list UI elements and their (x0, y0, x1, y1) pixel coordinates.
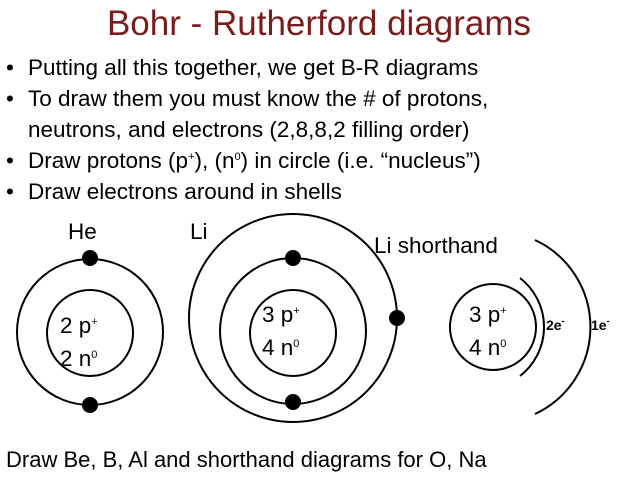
he-diagram (16, 250, 164, 413)
neutron-superscript: 0 (234, 151, 241, 163)
li-electron (285, 250, 301, 266)
he-neutrons: 2 n0 (60, 342, 98, 375)
he-nucleus-text: 2 p+ 2 n0 (60, 309, 98, 375)
li-shorthand-shell-2-arc (534, 239, 592, 415)
bullet-text-part: Draw protons (p (28, 148, 189, 173)
bullet-text: Draw electrons around in shells (28, 179, 342, 204)
bullet-text-part: ), (n (194, 148, 235, 173)
shell-2-count-sup: - (606, 316, 610, 326)
bullet-text: Putting all this together, we get B-R di… (28, 55, 479, 80)
shell-1-count-value: 2e (546, 317, 562, 333)
li-nucleus (249, 289, 337, 377)
li-protons: 3 p+ (262, 298, 300, 331)
li-shorthand-shell-2-count: 1e- (591, 316, 610, 334)
shell-1-count-sup: - (561, 316, 565, 326)
bullet-text: Draw protons (p+), (n0) in circle (i.e. … (28, 148, 481, 173)
bullet-list: • Putting all this together, we get B-R … (6, 52, 488, 207)
li-shorthand-label: Li shorthand (374, 233, 498, 258)
he-neutrons-sup: 0 (91, 349, 98, 361)
li-shorthand-protons-sup: + (500, 305, 507, 317)
bullet-text-part: ) in circle (i.e. “nucleus”) (240, 148, 481, 173)
li-shorthand-diagram (449, 239, 592, 415)
he-protons-sup: + (91, 316, 98, 328)
li-shorthand-shell-1-arc (519, 277, 546, 377)
bullet-text: To draw them you must know the # of prot… (28, 86, 489, 111)
he-protons-value: 2 p (60, 313, 92, 338)
he-electron (82, 397, 98, 413)
slide-title: Bohr - Rutherford diagrams (106, 4, 532, 43)
he-electron (82, 250, 98, 266)
li-label: Li (190, 219, 208, 244)
bullet-text-continued: neutrons, and electrons (2,8,8,2 filling… (28, 117, 470, 142)
bullet-icon: • (6, 55, 14, 80)
he-label: He (68, 219, 97, 244)
he-neutrons-value: 2 n (60, 346, 92, 371)
proton-superscript: + (188, 151, 195, 163)
li-shorthand-protons: 3 p+ (469, 298, 507, 331)
li-neutrons-sup: 0 (293, 338, 300, 350)
footer-instruction: Draw Be, B, Al and shorthand diagrams fo… (6, 447, 487, 472)
li-neutrons: 4 n0 (262, 331, 300, 364)
li-protons-sup: + (293, 305, 300, 317)
li-electron (285, 394, 301, 410)
bullet-item: • To draw them you must know the # of pr… (6, 83, 488, 145)
li-shorthand-neutrons-sup: 0 (500, 338, 507, 350)
li-shorthand-protons-value: 3 p (469, 302, 501, 327)
bullet-item: • Putting all this together, we get B-R … (6, 52, 488, 83)
li-shorthand-neutrons: 4 n0 (469, 331, 507, 364)
li-shorthand-nucleus (449, 283, 537, 371)
li-shorthand-neutrons-value: 4 n (469, 335, 501, 360)
he-protons: 2 p+ (60, 309, 98, 342)
li-diagram (188, 213, 405, 423)
bullet-icon: • (6, 179, 14, 204)
bullet-item: • Draw protons (p+), (n0) in circle (i.e… (6, 145, 488, 176)
bullet-item: • Draw electrons around in shells (6, 176, 488, 207)
he-nucleus (46, 289, 134, 377)
li-nucleus-text: 3 p+ 4 n0 (262, 298, 300, 364)
li-shorthand-shell-1-count: 2e- (546, 316, 565, 334)
li-neutrons-value: 4 n (262, 335, 294, 360)
li-protons-value: 3 p (262, 302, 294, 327)
shell-2-count-value: 1e (591, 317, 607, 333)
li-electron (389, 310, 405, 326)
bullet-icon: • (6, 148, 14, 173)
bullet-icon: • (6, 86, 14, 111)
li-shorthand-nucleus-text: 3 p+ 4 n0 (469, 298, 507, 364)
